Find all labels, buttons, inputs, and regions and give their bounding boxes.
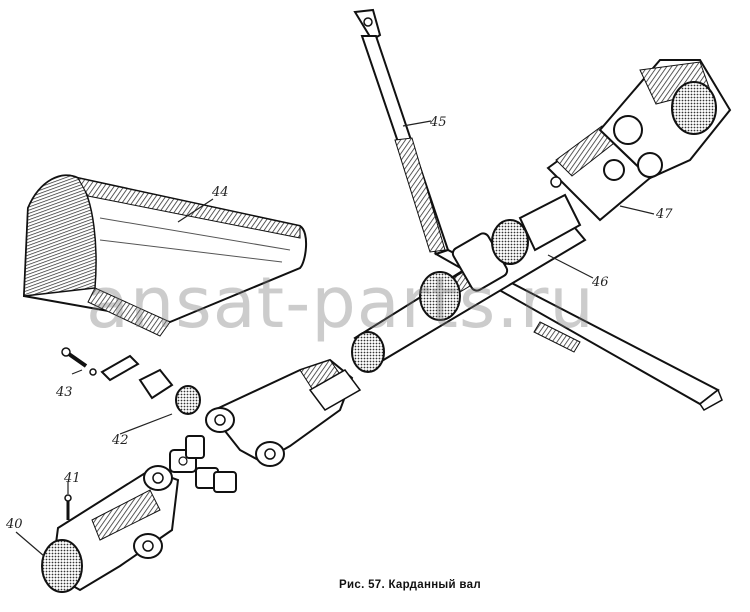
- flange-yoke-40: [15, 465, 180, 593]
- support-bar-45: [353, 8, 723, 411]
- bushing-42: [119, 368, 201, 435]
- yoke-assembly-47: [546, 59, 732, 222]
- callout-42: 42: [111, 433, 129, 448]
- callout-44: 44: [211, 185, 229, 200]
- callout-47: 47: [655, 207, 673, 222]
- bolt-plate-43: [61, 347, 140, 382]
- callout-41: 41: [63, 471, 81, 486]
- callout-40: 40: [5, 517, 23, 532]
- figure-caption: Рис. 57. Карданный вал: [339, 579, 481, 591]
- callout-43: 43: [55, 385, 73, 400]
- protective-cover-44: [22, 174, 307, 337]
- grease-fitting-41: [64, 482, 72, 520]
- universal-joint-cross: [169, 435, 237, 493]
- callout-45: 45: [429, 115, 447, 130]
- figure-caption-row: Рис. 57. Карданный вал: [0, 579, 750, 591]
- spline-shaft-46: [351, 193, 594, 373]
- callout-46: 46: [591, 275, 609, 290]
- center-yoke: [205, 358, 362, 467]
